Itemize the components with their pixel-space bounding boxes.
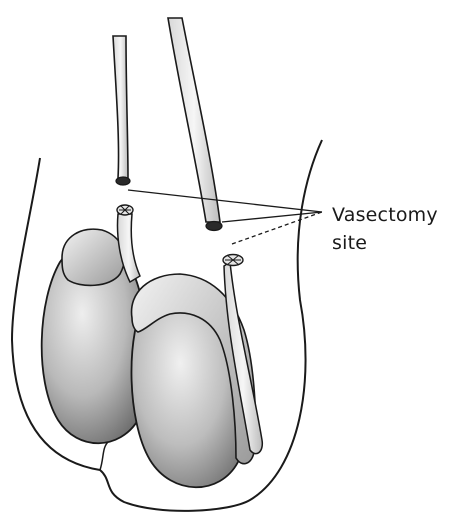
vasectomy-site-label: Vasectomy site	[332, 201, 438, 257]
leader-lines	[128, 190, 322, 244]
right-vas-upper	[168, 18, 222, 231]
label-line-1: Vasectomy	[332, 201, 438, 229]
label-line-2: site	[332, 229, 438, 257]
left-vas-upper	[113, 36, 130, 185]
